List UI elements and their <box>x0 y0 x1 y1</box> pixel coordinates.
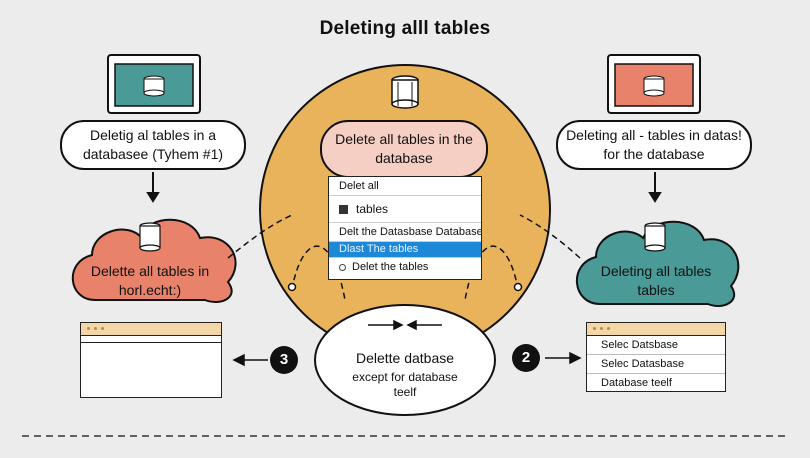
converge-arrows-icon <box>368 319 442 331</box>
right-cloud-text: Deleting all tables tables <box>600 263 712 298</box>
database-icon <box>391 75 419 109</box>
left-cloud-database-icon <box>139 222 161 252</box>
bottom-ellipse <box>314 304 496 416</box>
diagram-title: Deleting alll tables <box>319 18 491 39</box>
right-cloud-database-icon <box>644 222 666 252</box>
right-label-pill: Deleting all - tables in datas! for the … <box>556 120 752 170</box>
menu-item-label: Delt the Datasbase Database <box>339 226 481 238</box>
menu-item-label: Delet the tables <box>352 261 429 273</box>
table-icon <box>339 205 348 215</box>
menu-item-label: tables <box>356 202 389 216</box>
step-number-2: 2 <box>512 344 540 372</box>
right-window-titlebar <box>587 323 725 336</box>
menu-item-label: Delet all <box>339 180 379 192</box>
left-window <box>80 322 222 398</box>
left-cloud-text: Delette all tables in horl.echt:) <box>90 263 210 298</box>
right-list-item[interactable]: Database teelf <box>601 377 672 389</box>
menu-item-tables[interactable]: tables <box>329 195 481 222</box>
center-bubble-text: Delete all tables in the database <box>335 131 473 166</box>
right-list-item[interactable]: Selec Datsbase <box>587 336 725 355</box>
center-menu: Delet all tables Delt the Datasbase Data… <box>328 176 482 280</box>
left-label-text: Deletig al tables in a databasee (Tyhem … <box>82 127 224 162</box>
step-number-3: 3 <box>270 346 298 374</box>
arrow-left-icon <box>232 353 268 367</box>
bottom-title: Delette datbase <box>355 350 455 366</box>
left-monitor-icon <box>107 54 201 114</box>
left-label-pill: Deletig al tables in a databasee (Tyhem … <box>60 120 246 170</box>
menu-item-delete-tables[interactable]: Delet the tables <box>329 257 481 276</box>
right-monitor-icon <box>607 54 701 114</box>
right-label-text: Deleting all - tables in datas! for the … <box>566 127 742 162</box>
arrow-right-icon <box>545 351 582 365</box>
center-bubble: Delete all tables in the database <box>320 120 488 178</box>
left-cloud <box>71 218 237 303</box>
menu-item-delete-database[interactable]: Delt the Datasbase Database <box>329 222 481 241</box>
left-window-titlebar <box>81 323 221 336</box>
menu-item-selected[interactable]: Dlast The tables <box>329 241 481 257</box>
right-cloud <box>576 220 740 307</box>
arrow-down-icon <box>146 172 662 203</box>
bottom-subtitle: except for database teelf <box>352 370 458 399</box>
menu-item-label: Dlast The tables <box>339 243 419 255</box>
right-window: Selec Datsbase Selec Datasbase Database … <box>586 322 726 392</box>
menu-item-delete-all[interactable]: Delet all <box>329 177 481 195</box>
radio-icon <box>339 263 346 271</box>
right-list-item[interactable]: Selec Datasbase <box>587 355 725 374</box>
